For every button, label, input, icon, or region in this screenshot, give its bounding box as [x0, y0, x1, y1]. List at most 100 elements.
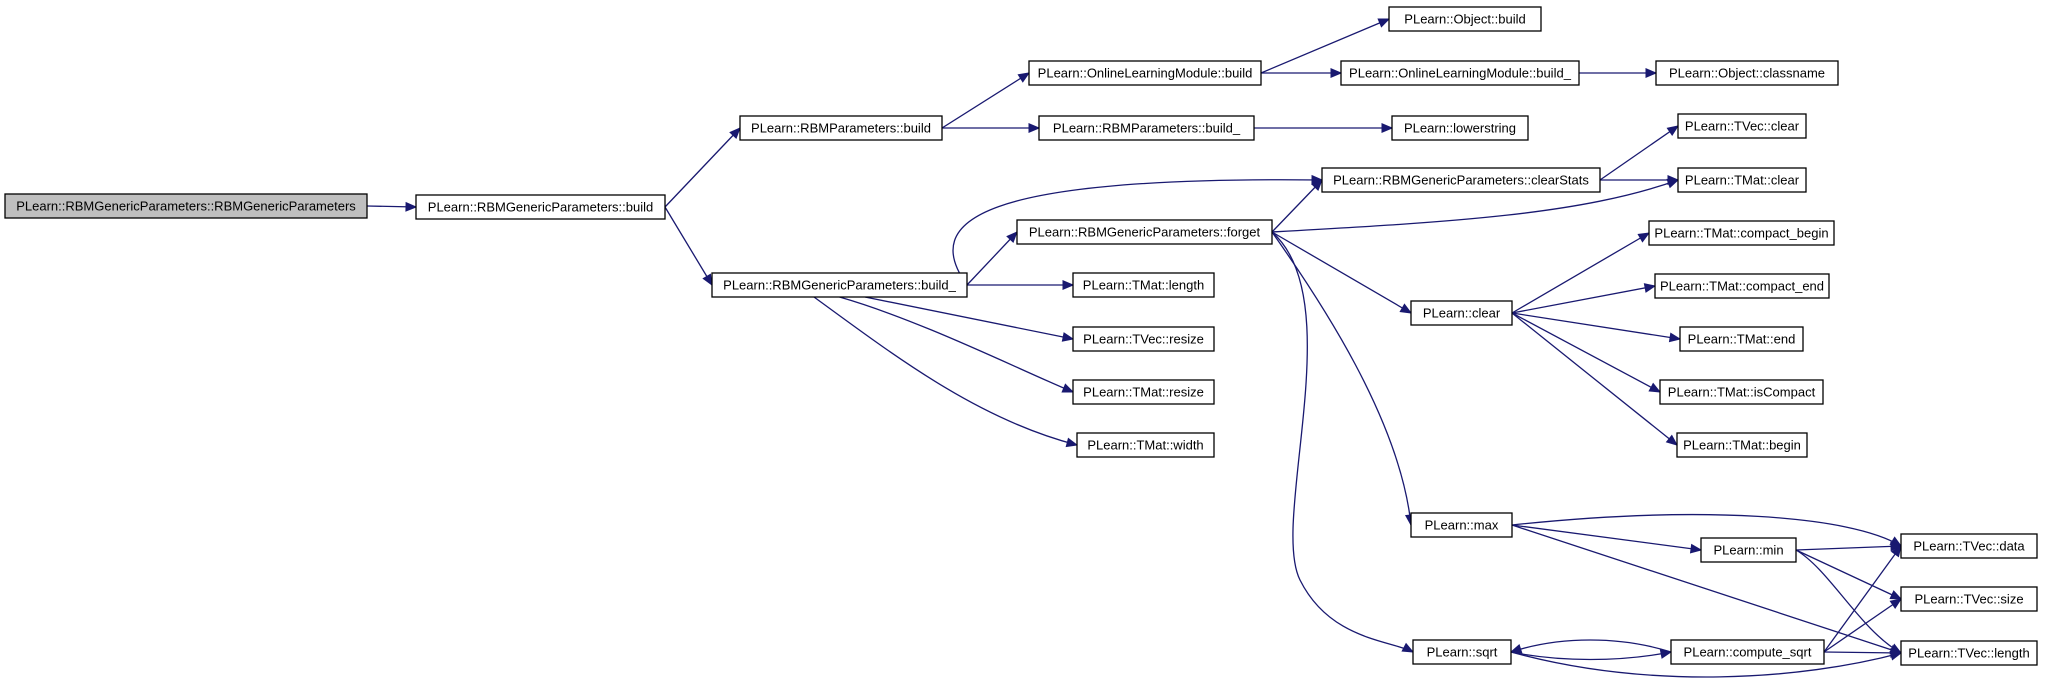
node-box[interactable]	[1388, 6, 1542, 32]
node-box[interactable]	[1655, 60, 1839, 86]
node-box[interactable]	[1700, 537, 1797, 563]
node-tmat-length[interactable]: PLearn::TMat::length	[1072, 272, 1215, 298]
node-label: PLearn::OnlineLearningModule::build_	[1349, 66, 1572, 81]
node-sqrt[interactable]: PLearn::sqrt	[1412, 639, 1512, 665]
edge-clear-to-tmat_compact_begin	[1511, 232, 1650, 314]
node-tmat-width[interactable]: PLearn::TMat::width	[1076, 432, 1215, 458]
node-rbm-build[interactable]: PLearn::RBMParameters::build	[739, 115, 943, 141]
node-box[interactable]	[739, 115, 943, 141]
node-box[interactable]	[1654, 273, 1830, 299]
node-tmat-iscompact[interactable]: PLearn::TMat::isCompact	[1659, 379, 1824, 405]
node-box[interactable]	[1321, 167, 1601, 193]
edge-max-to-min	[1511, 524, 1702, 551]
node-box[interactable]	[1072, 379, 1215, 405]
node-obj-build[interactable]: PLearn::Object::build	[1388, 6, 1542, 32]
node-tvec-data[interactable]: PLearn::TVec::data	[1900, 533, 2038, 559]
edge-arrowhead-compute_sqrt-to-tvec_data	[1890, 544, 1902, 558]
edge-arrowhead-min-to-tvec_size	[1889, 590, 1903, 600]
node-box[interactable]	[1072, 326, 1215, 352]
node-max[interactable]: PLearn::max	[1410, 512, 1513, 538]
node-tmat-compact-begin[interactable]: PLearn::TMat::compact_begin	[1648, 220, 1835, 246]
edge-gp_build_-to-forget	[966, 231, 1018, 286]
edge-arrowhead-gp_build_-to-forget	[1006, 231, 1018, 244]
node-label: PLearn::min	[1713, 543, 1783, 558]
node-compute-sqrt[interactable]: PLearn::compute_sqrt	[1670, 639, 1825, 665]
node-box[interactable]	[1900, 533, 2038, 559]
node-box[interactable]	[1900, 640, 2038, 666]
node-box[interactable]	[1410, 512, 1513, 538]
edge-arrowhead-compute_sqrt-to-tvec_size	[1889, 598, 1903, 610]
node-box[interactable]	[711, 272, 968, 298]
edges-layer	[366, 18, 1903, 678]
edge-arrowhead-clearstats-to-tmat_clear	[1667, 175, 1680, 185]
node-box[interactable]	[1076, 432, 1215, 458]
edge-compute_sqrt-to-tvec_size	[1823, 598, 1902, 653]
node-label: PLearn::RBMGenericParameters::RBMGeneric…	[16, 199, 356, 214]
node-label: PLearn::OnlineLearningModule::build	[1038, 66, 1253, 81]
node-olm-build-[interactable]: PLearn::OnlineLearningModule::build_	[1340, 60, 1580, 86]
node-label: PLearn::TVec::data	[1913, 539, 2025, 554]
edge-arrowhead-rbm_build_-to-lowerstring	[1381, 123, 1394, 133]
node-box[interactable]	[1659, 379, 1824, 405]
node-label: PLearn::RBMGenericParameters::build_	[723, 278, 956, 293]
edge-compute_sqrt-to-tvec_length	[1823, 651, 1902, 654]
edge-arrowhead-min-to-tvec_data	[1890, 541, 1903, 552]
edge-compute_sqrt-to-tvec_data	[1823, 545, 1902, 653]
node-tvec-clear[interactable]: PLearn::TVec::clear	[1677, 113, 1807, 139]
node-clearstats[interactable]: PLearn::RBMGenericParameters::clearStats	[1321, 167, 1601, 193]
edge-arrowhead-gp_build_-to-tmat_length	[1062, 280, 1075, 290]
node-box[interactable]	[1677, 167, 1807, 193]
node-box[interactable]	[1900, 586, 2038, 612]
edge-sqrt-to-tvec_length	[1510, 651, 1902, 678]
node-box[interactable]	[1340, 60, 1580, 86]
node-clear[interactable]: PLearn::clear	[1410, 300, 1513, 326]
node-tmat-resize[interactable]: PLearn::TMat::resize	[1072, 379, 1215, 405]
node-box[interactable]	[1648, 220, 1835, 246]
node-gp-build-[interactable]: PLearn::RBMGenericParameters::build_	[711, 272, 968, 298]
node-box[interactable]	[1677, 113, 1807, 139]
nodes-layer: PLearn::RBMGenericParameters::RBMGeneric…	[4, 6, 2038, 666]
node-tmat-compact-end[interactable]: PLearn::TMat::compact_end	[1654, 273, 1830, 299]
node-box[interactable]	[1391, 115, 1529, 141]
node-root[interactable]: PLearn::RBMGenericParameters::RBMGeneric…	[4, 193, 368, 219]
node-tvec-resize[interactable]: PLearn::TVec::resize	[1072, 326, 1215, 352]
node-box[interactable]	[1072, 272, 1215, 298]
node-rbm-build-[interactable]: PLearn::RBMParameters::build_	[1038, 115, 1255, 141]
node-forget[interactable]: PLearn::RBMGenericParameters::forget	[1016, 219, 1273, 245]
node-tmat-begin[interactable]: PLearn::TMat::begin	[1676, 432, 1808, 458]
node-olm-build[interactable]: PLearn::OnlineLearningModule::build	[1028, 60, 1262, 86]
edge-arrowhead-forget-to-sqrt	[1401, 642, 1415, 653]
node-box[interactable]	[1410, 300, 1513, 326]
node-box[interactable]	[4, 193, 368, 219]
edge-min-to-tvec_data	[1795, 545, 1902, 551]
edge-arrowhead-root-to-gp_build	[405, 201, 418, 212]
node-box[interactable]	[1670, 639, 1825, 665]
node-tvec-size[interactable]: PLearn::TVec::size	[1900, 586, 2038, 612]
edge-max-to-tvec_data	[1511, 513, 1902, 547]
node-tvec-length[interactable]: PLearn::TVec::length	[1900, 640, 2038, 666]
node-obj-classname[interactable]: PLearn::Object::classname	[1655, 60, 1839, 86]
node-box[interactable]	[1412, 639, 1512, 665]
edge-arrowhead-clearstats-to-tvec_clear	[1666, 125, 1680, 137]
node-box[interactable]	[1679, 326, 1804, 352]
edge-clear-to-tmat_iscompact	[1511, 312, 1661, 393]
node-min[interactable]: PLearn::min	[1700, 537, 1797, 563]
node-box[interactable]	[1676, 432, 1808, 458]
node-tmat-end[interactable]: PLearn::TMat::end	[1679, 326, 1804, 352]
node-box[interactable]	[1016, 219, 1273, 245]
edge-forget-to-clearstats	[1271, 179, 1323, 233]
edge-forget-to-tmat_clear	[1271, 179, 1679, 233]
node-lowerstring[interactable]: PLearn::lowerstring	[1391, 115, 1529, 141]
edge-gp_build_-to-clearstats	[952, 179, 1323, 286]
node-box[interactable]	[1038, 115, 1255, 141]
edge-forget-to-sqrt	[1271, 231, 1414, 653]
node-gp-build[interactable]: PLearn::RBMGenericParameters::build	[415, 194, 666, 220]
node-box[interactable]	[415, 194, 666, 220]
edge-clear-to-tmat_end	[1511, 312, 1681, 340]
node-box[interactable]	[1028, 60, 1262, 86]
edge-clear-to-tmat_begin	[1511, 312, 1678, 446]
node-label: PLearn::TVec::length	[1908, 646, 2029, 661]
edge-arrowhead-rbm_build-to-rbm_build_	[1028, 123, 1041, 133]
node-tmat-clear[interactable]: PLearn::TMat::clear	[1677, 167, 1807, 193]
